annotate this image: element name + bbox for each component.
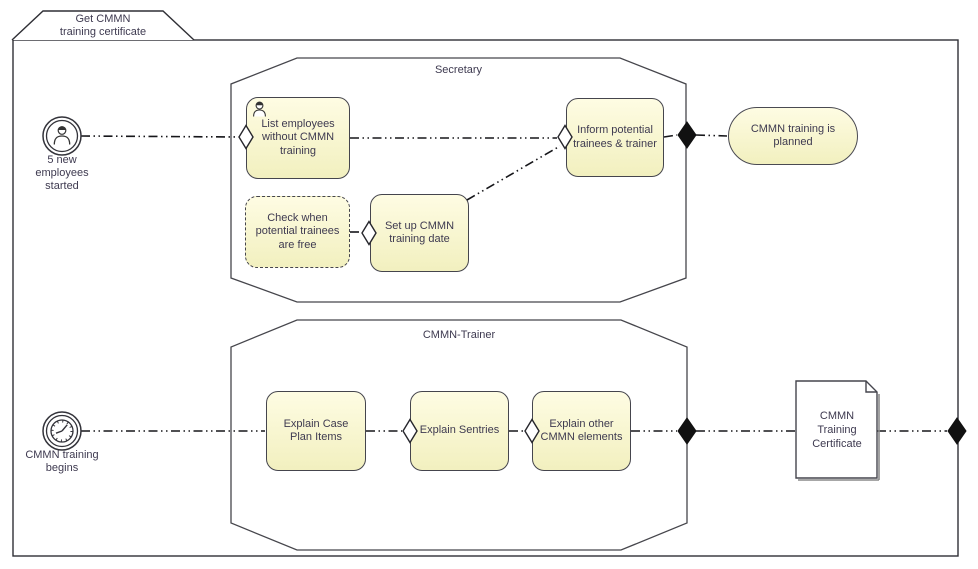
event-new-employees-label: 5 new employees started <box>35 154 89 192</box>
milestone-training-planned-label: CMMN training is planned <box>750 122 836 148</box>
task-explain-sentries-label: Explain Sentries <box>419 424 500 437</box>
task-explain-case-plan-items-label: Explain Case Plan Items <box>283 417 349 443</box>
task-inform-trainees[interactable]: Inform potential trainees & trainer <box>566 98 664 177</box>
connector-exit-to-milestone[interactable] <box>695 134 728 137</box>
exit-criterion-case[interactable] <box>947 417 967 445</box>
event-new-employees[interactable] <box>42 116 82 156</box>
human-task-icon <box>253 101 266 117</box>
task-list-employees[interactable]: List employees without CMMN training <box>246 97 350 179</box>
case-file-certificate-label: CMMN Training Certificate <box>812 410 862 450</box>
entry-sentry-explain-sentries[interactable] <box>402 418 418 444</box>
timer-event-icon <box>50 419 74 443</box>
milestone-training-planned[interactable]: CMMN training is planned <box>728 107 858 165</box>
entry-sentry-list-employees[interactable] <box>238 124 254 150</box>
task-explain-other-elements[interactable]: Explain other CMMN elements <box>532 391 631 471</box>
entry-sentry-setup-date[interactable] <box>361 220 377 246</box>
task-explain-other-elements-label: Explain other CMMN elements <box>540 417 623 443</box>
task-check-trainees-label: Check when potential trainees are free <box>255 212 340 251</box>
entry-sentry-explain-other[interactable] <box>524 418 540 444</box>
task-setup-date-label: Set up CMMN training date <box>384 219 455 245</box>
task-list-employees-label: List employees without CMMN training <box>261 118 335 157</box>
case-title: Get CMMN training certificate <box>33 13 173 39</box>
entry-sentry-inform[interactable] <box>557 124 573 150</box>
connector-inform-to-exit[interactable] <box>663 134 678 138</box>
case-title-line2: training certificate <box>59 25 147 38</box>
task-explain-case-plan-items[interactable]: Explain Case Plan Items <box>266 391 366 471</box>
case-plan-tab[interactable] <box>11 10 195 41</box>
stage-secretary-label: Secretary <box>434 64 483 76</box>
connector-event1-to-list-employees[interactable] <box>80 135 240 138</box>
event-training-begins[interactable] <box>42 411 82 451</box>
task-explain-sentries[interactable]: Explain Sentries <box>410 391 509 471</box>
task-check-trainees-discretionary[interactable]: Check when potential trainees are free <box>245 196 350 268</box>
exit-criterion-trainer[interactable] <box>677 417 697 445</box>
stage-cmmn-trainer-label: CMMN-Trainer <box>422 329 496 341</box>
person-event-icon <box>53 126 71 145</box>
event-training-begins-label: CMMN training begins <box>25 449 99 474</box>
connector-setup-to-inform[interactable] <box>466 145 561 201</box>
task-setup-date[interactable]: Set up CMMN training date <box>370 194 469 272</box>
case-title-line1: Get CMMN <box>75 13 131 25</box>
document-fold-corner <box>865 381 877 393</box>
exit-criterion-secretary[interactable] <box>677 121 697 149</box>
task-inform-trainees-label: Inform potential trainees & trainer <box>573 124 657 150</box>
case-file-certificate[interactable] <box>795 380 880 481</box>
